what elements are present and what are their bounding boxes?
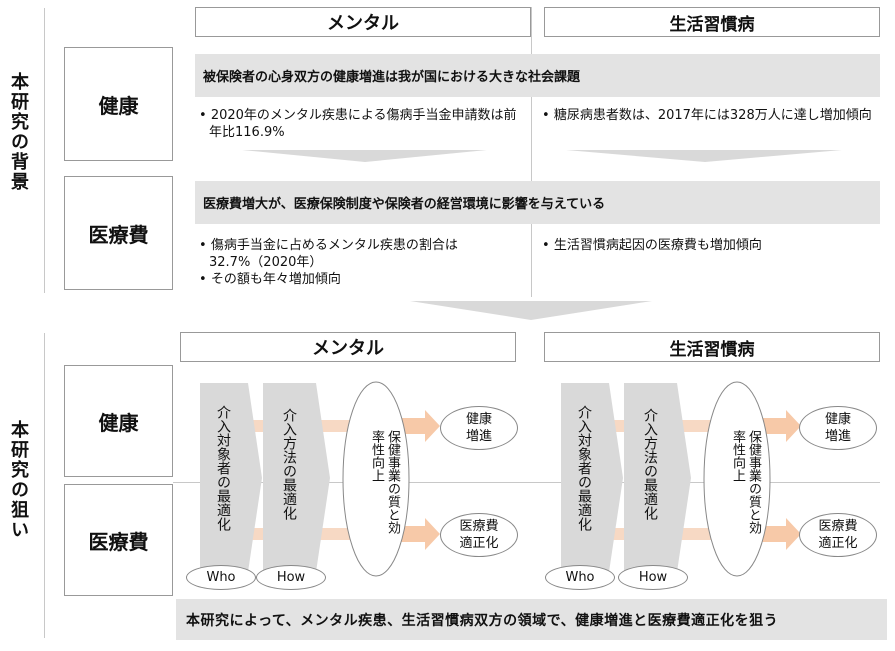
- chevron-how-lifestyle: [624, 383, 691, 572]
- step3-text-lifestyle: 保健事業の質と効率性向上: [730, 430, 761, 534]
- cost-mental-bullets: • 傷病手当金に占めるメンタル疾患の割合は32.7%（2020年） • その額も…: [199, 237, 519, 288]
- top-column-divider: [531, 7, 532, 297]
- bullet-item: • 傷病手当金に占めるメンタル疾患の割合は32.7%（2020年）: [199, 238, 458, 270]
- how-oval-mental: How: [256, 565, 326, 590]
- who-oval-lifestyle: Who: [545, 565, 615, 590]
- bottom-header-lifestyle: 生活習慣病: [544, 332, 880, 362]
- section-down-arrow: [410, 301, 652, 320]
- result-health-mental: 健康 増進: [440, 406, 518, 450]
- step1-text-lifestyle: 介入対象者の最適化: [576, 405, 592, 531]
- step2-text-lifestyle: 介入方法の最適化: [642, 408, 658, 520]
- bottom-row-label-health: 健康: [64, 365, 173, 477]
- health-issue-band: 被保険者の心身双方の健康増進は我が国における大きな社会課題: [195, 54, 880, 97]
- bullet-item: • 糖尿病患者数は、2017年には328万人に達し増加傾向: [542, 108, 872, 123]
- bottom-row-divider: [173, 482, 880, 483]
- background-side-divider: [44, 8, 45, 293]
- bullet-item: • 生活習慣病起因の医療費も増加傾向: [542, 238, 762, 253]
- chevron-how-mental: [263, 383, 330, 572]
- health-lifestyle-bullets: • 糖尿病患者数は、2017年には328万人に達し増加傾向: [542, 107, 872, 124]
- bullet-item: • その額も年々増加傾向: [199, 272, 341, 287]
- result-cost-mental: 医療費 適正化: [440, 513, 518, 557]
- chevron-who-mental: [200, 383, 262, 572]
- top-row-label-cost: 医療費: [64, 176, 173, 290]
- down-arrow-lifestyle: [566, 150, 842, 162]
- who-oval-mental: Who: [186, 565, 256, 590]
- top-header-mental: メンタル: [195, 7, 531, 37]
- top-down-arrows: [242, 150, 842, 320]
- quality-oval-mental: [342, 381, 410, 577]
- health-mental-bullets: • 2020年のメンタル疾患による傷病手当金申請数は前年比116.9%: [199, 107, 519, 141]
- top-row-label-health: 健康: [64, 47, 173, 161]
- chevron-who-lifestyle: [561, 383, 623, 572]
- down-arrow-mental: [242, 150, 487, 162]
- conclusion-band: 本研究によって、メンタル疾患、生活習慣病双方の領域で、健康増進と医療費適正化を狙…: [176, 599, 887, 640]
- bottom-row-label-cost: 医療費: [64, 484, 173, 596]
- how-oval-lifestyle: How: [618, 565, 688, 590]
- cost-lifestyle-bullets: • 生活習慣病起因の医療費も増加傾向: [542, 237, 872, 254]
- step3-text-mental: 保健事業の質と効率性向上: [369, 430, 400, 534]
- background-side-label: 本研究の背景: [8, 72, 29, 192]
- result-cost-lifestyle: 医療費 適正化: [799, 513, 877, 557]
- bottom-header-mental: メンタル: [180, 332, 516, 362]
- step1-text-mental: 介入対象者の最適化: [215, 405, 231, 531]
- step2-text-mental: 介入方法の最適化: [281, 408, 297, 520]
- bullet-item: • 2020年のメンタル疾患による傷病手当金申請数は前年比116.9%: [199, 108, 517, 140]
- quality-oval-lifestyle: [703, 381, 771, 577]
- aim-side-label: 本研究の狙い: [8, 420, 29, 540]
- top-header-lifestyle: 生活習慣病: [544, 7, 880, 37]
- cost-issue-band: 医療費増大が、医療保険制度や保険者の経営環境に影響を与えている: [195, 181, 880, 224]
- aim-side-divider: [44, 333, 45, 638]
- result-health-lifestyle: 健康 増進: [799, 406, 877, 450]
